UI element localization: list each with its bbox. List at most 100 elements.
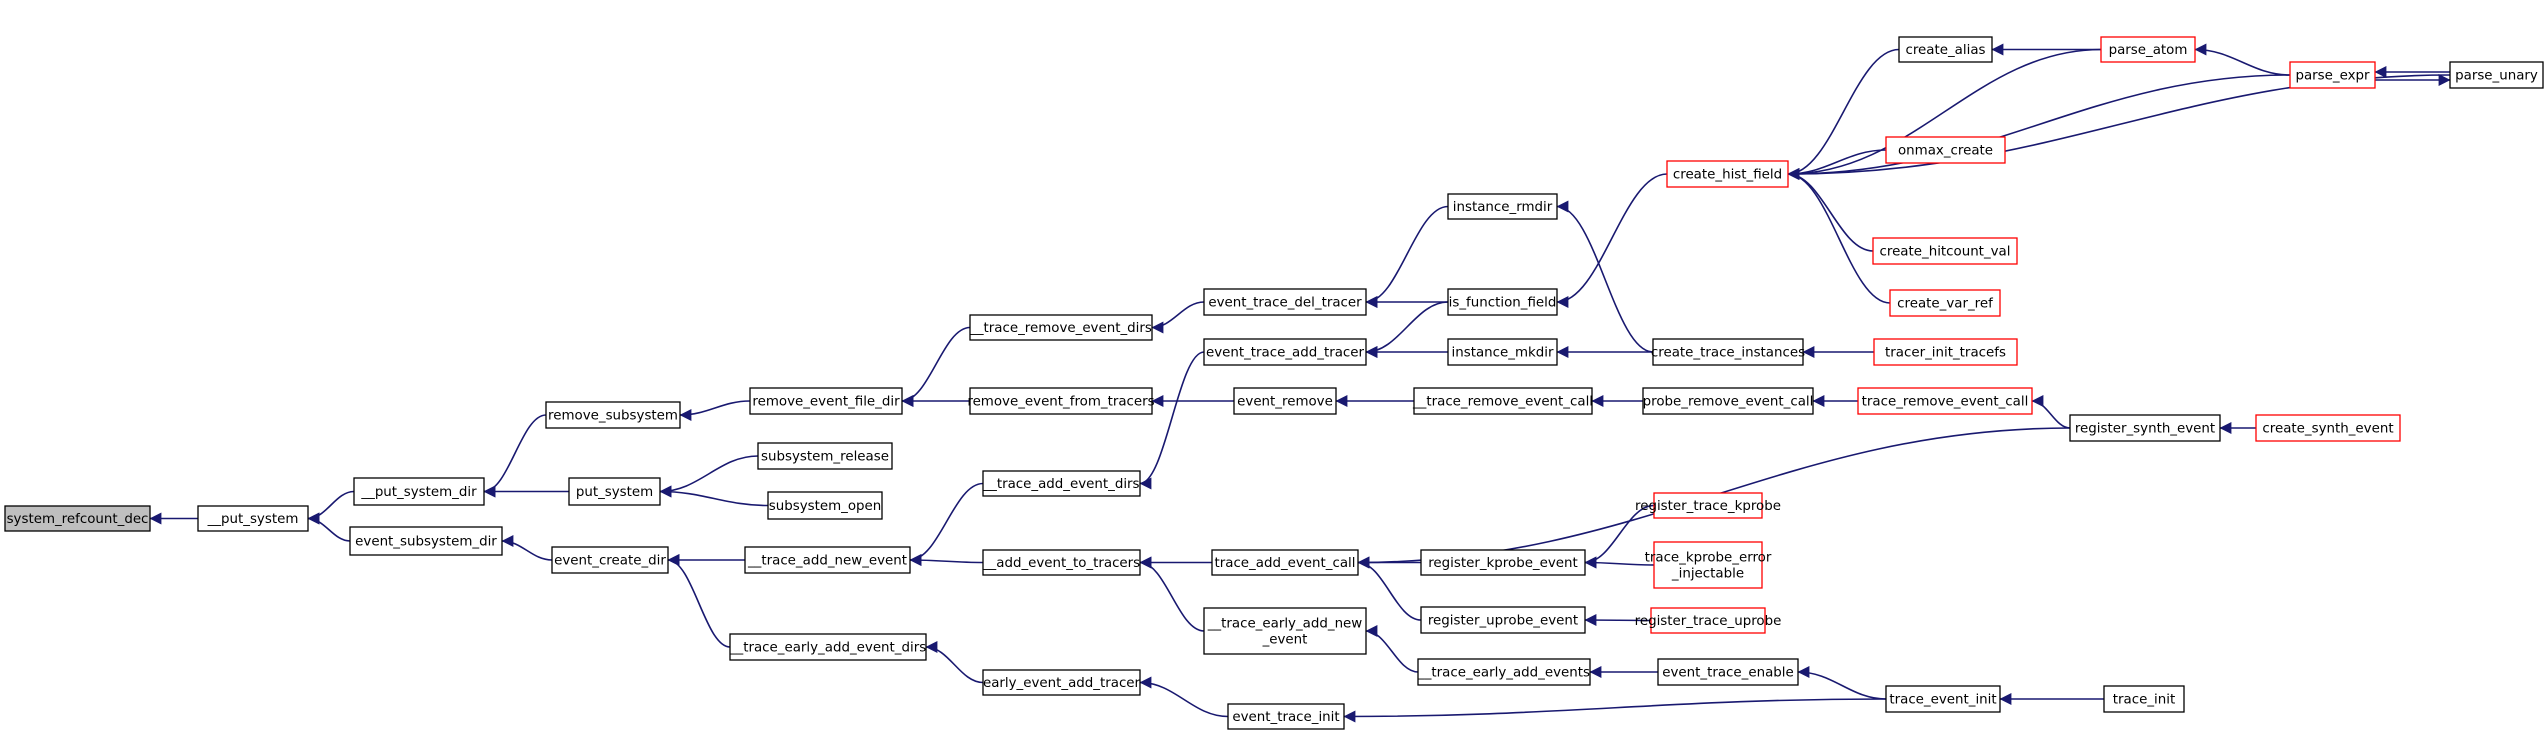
node-subsystem-release[interactable]: subsystem_release xyxy=(757,442,893,470)
node-label: register_synth_event xyxy=(2075,422,2215,437)
node-create-alias[interactable]: create_alias xyxy=(1898,36,1993,63)
node-tracer-init-tracefs[interactable]: tracer_init_tracefs xyxy=(1873,338,2018,366)
node-label: create_trace_instances xyxy=(1651,346,1805,361)
node-box xyxy=(2289,61,2376,89)
edge-instance_rmdir-to-event_trace_del_tracer xyxy=(1365,205,1449,308)
node-onmax-create[interactable]: onmax_create xyxy=(1885,136,2006,164)
node-box xyxy=(1653,541,1763,589)
node-label: instance_rmdir xyxy=(1453,200,1553,215)
node-trace-remove-event-call[interactable]: __trace_remove_event_call xyxy=(1412,387,1593,415)
node-instance-rmdir[interactable]: instance_rmdir xyxy=(1447,193,1558,220)
node-label: subsystem_open xyxy=(769,499,882,514)
node-put-system[interactable]: put_system xyxy=(568,477,661,506)
node-create-hist-field[interactable]: create_hist_field xyxy=(1666,160,1789,188)
node-box xyxy=(1420,606,1586,634)
node-early-event-add-tracer[interactable]: early_event_add_tracer xyxy=(982,669,1141,696)
node-box xyxy=(1650,607,1766,634)
node-label: event_remove xyxy=(1237,395,1333,410)
node-label: event_trace_del_tracer xyxy=(1208,296,1362,311)
node-event-create-dir[interactable]: event_create_dir xyxy=(551,546,669,574)
node-remove-event-from-tracers[interactable]: remove_event_from_tracers xyxy=(967,387,1155,415)
node-put-system-dir[interactable]: __put_system_dir xyxy=(353,477,485,506)
node-event-trace-del-tracer[interactable]: event_trace_del_tracer xyxy=(1203,288,1367,316)
node-trace-early-add-event-dirs[interactable]: __trace_early_add_event_dirs xyxy=(729,633,927,661)
node-put-system[interactable]: __put_system xyxy=(197,505,309,532)
node-create-hitcount-val[interactable]: create_hitcount_val xyxy=(1872,237,2018,265)
node-probe-remove-event-call[interactable]: probe_remove_event_call xyxy=(1642,387,1814,415)
node-box xyxy=(2100,36,2196,63)
node-trace-add-new-event[interactable]: __trace_add_new_event xyxy=(744,546,911,574)
node-label: __trace_remove_event_call xyxy=(1412,395,1593,410)
node-label: event_trace_enable xyxy=(1662,666,1793,681)
node-parse-expr[interactable]: parse_expr xyxy=(2289,61,2376,89)
node-register-trace-uprobe[interactable]: register_trace_uprobe xyxy=(1635,607,1782,634)
node-create-trace-instances[interactable]: create_trace_instances xyxy=(1651,338,1805,366)
edge-parse_expr-to-parse_atom xyxy=(2194,43,2291,76)
node-label: event_trace_add_tracer xyxy=(1206,346,1365,361)
node-event-trace-enable[interactable]: event_trace_enable xyxy=(1657,658,1799,686)
edge-subsystem_release-to-put_system xyxy=(659,455,759,498)
edge-create_var_ref-to-create_hist_field xyxy=(1787,168,1891,304)
node-event-remove[interactable]: event_remove xyxy=(1233,387,1337,415)
edge-register_uprobe_event-to-trace_add_event_call xyxy=(1357,556,1422,621)
node-box xyxy=(353,477,485,506)
node-box xyxy=(982,470,1141,497)
edge-subsystem_open-to-put_system xyxy=(659,485,769,507)
node-label: parse_expr xyxy=(2295,69,2370,84)
node-label: register_trace_kprobe xyxy=(1635,499,1781,514)
node-label: subsystem_release xyxy=(761,450,889,465)
node-remove-subsystem[interactable]: remove_subsystem xyxy=(545,401,681,429)
node-label: _injectable xyxy=(1671,567,1744,582)
node-trace-remove-event-dirs[interactable]: __trace_remove_event_dirs xyxy=(969,314,1153,341)
node-box xyxy=(1885,685,2001,713)
node-label: __trace_add_new_event xyxy=(747,554,907,569)
node-box xyxy=(1211,549,1359,576)
node-box xyxy=(2449,61,2544,89)
node-is-function-field[interactable]: is_function_field xyxy=(1447,288,1558,316)
edge-event_trace_del_tracer-to-__trace_remove_event_dirs xyxy=(1151,301,1205,334)
edge-__add_event_to_tracers-to-__trace_add_new_event xyxy=(909,554,984,567)
node-box xyxy=(1447,288,1558,316)
node-trace-add-event-call[interactable]: trace_add_event_call xyxy=(1211,549,1359,576)
node-add-event-to-tracers[interactable]: __add_event_to_tracers xyxy=(982,549,1141,576)
edge-create_hist_field-to-is_function_field xyxy=(1556,173,1668,308)
node-box xyxy=(1203,338,1367,366)
node-parse-unary[interactable]: parse_unary xyxy=(2449,61,2544,89)
node-label: trace_kprobe_error xyxy=(1645,551,1772,566)
node-trace-remove-event-call[interactable]: trace_remove_event_call xyxy=(1857,387,2033,415)
node-event-trace-add-tracer[interactable]: event_trace_add_tracer xyxy=(1203,338,1367,366)
node-box xyxy=(1203,288,1367,316)
node-register-kprobe-event[interactable]: register_kprobe_event xyxy=(1420,549,1586,576)
node-remove-event-file-dir[interactable]: remove_event_file_dir xyxy=(749,387,903,415)
node-box xyxy=(1885,136,2006,164)
node-trace-kprobe-error-injectable[interactable]: trace_kprobe_error_injectable xyxy=(1645,541,1772,589)
node-box xyxy=(749,387,903,415)
node-trace-early-add-events[interactable]: __trace_early_add_events xyxy=(1417,658,1591,686)
node-system-refcount-dec[interactable]: system_refcount_dec xyxy=(4,505,151,532)
node-box xyxy=(1413,387,1593,415)
node-label: event_create_dir xyxy=(554,554,666,569)
node-register-uprobe-event[interactable]: register_uprobe_event xyxy=(1420,606,1586,634)
node-create-var-ref[interactable]: create_var_ref xyxy=(1889,289,2001,317)
node-trace-early-add-new-event[interactable]: __trace_early_add_new_event xyxy=(1203,607,1367,655)
node-register-synth-event[interactable]: register_synth_event xyxy=(2069,414,2221,442)
node-subsystem-open[interactable]: subsystem_open xyxy=(767,491,883,520)
node-trace-add-event-dirs[interactable]: __trace_add_event_dirs xyxy=(982,470,1141,497)
node-trace-init[interactable]: trace_init xyxy=(2103,685,2185,713)
node-label: _event xyxy=(1262,633,1308,648)
node-create-synth-event[interactable]: create_synth_event xyxy=(2255,414,2401,442)
nodes-layer: system_refcount_dec __put_system __put_sys… xyxy=(4,36,2544,730)
edge-trace_event_init-to-event_trace_init xyxy=(1343,698,1887,723)
node-box xyxy=(2103,685,2185,713)
node-instance-mkdir[interactable]: instance_mkdir xyxy=(1447,338,1558,366)
node-box xyxy=(1420,549,1586,576)
node-register-trace-kprobe[interactable]: register_trace_kprobe xyxy=(1635,492,1781,519)
node-box xyxy=(1873,338,2018,366)
edge-parse_expr-to-create_hist_field xyxy=(1787,74,2291,180)
node-parse-atom[interactable]: parse_atom xyxy=(2100,36,2196,63)
node-trace-event-init[interactable]: trace_event_init xyxy=(1885,685,2001,713)
node-event-trace-init[interactable]: event_trace_init xyxy=(1227,703,1345,730)
node-event-subsystem-dir[interactable]: event_subsystem_dir xyxy=(349,526,503,556)
node-label: register_trace_uprobe xyxy=(1635,614,1782,629)
